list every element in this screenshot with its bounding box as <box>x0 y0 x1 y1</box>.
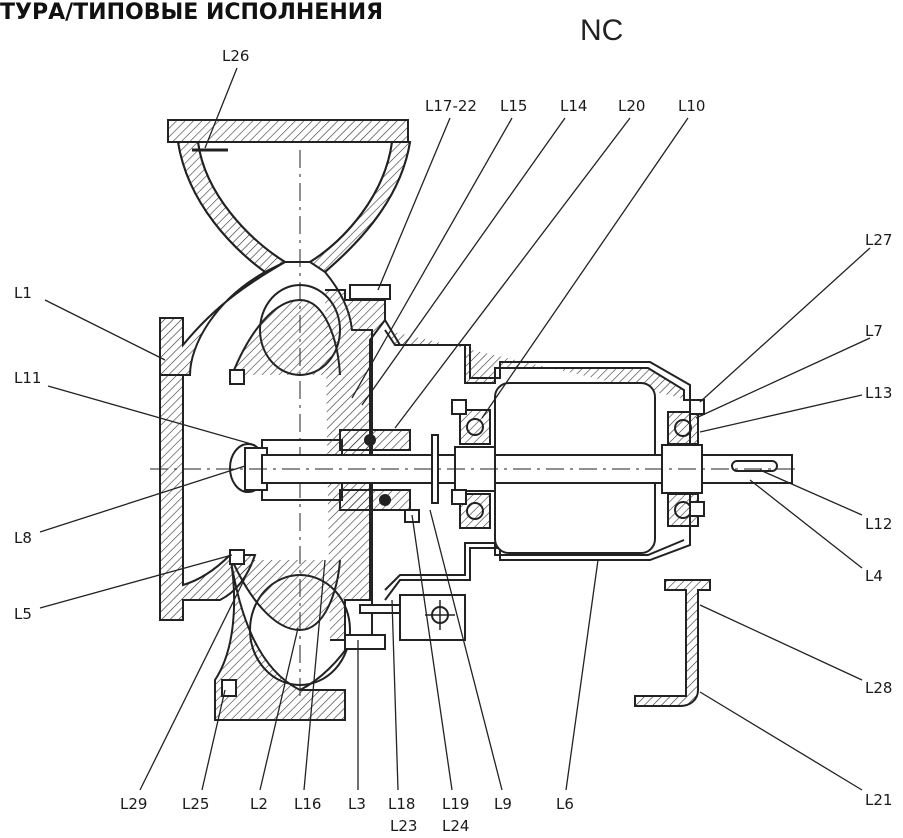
label-l29: L29 <box>120 795 148 813</box>
leader-lines <box>39 67 871 791</box>
label-l14: L14 <box>560 97 588 115</box>
label-l23: L23 <box>390 817 418 835</box>
label-l18: L18 <box>388 795 416 813</box>
label-l24: L24 <box>442 817 470 835</box>
label-l5: L5 <box>14 605 32 623</box>
label-l19: L19 <box>442 795 470 813</box>
label-l1: L1 <box>14 284 32 302</box>
label-l17-22: L17-22 <box>425 97 477 115</box>
mechanical-seal <box>339 429 439 511</box>
pump-shaft <box>150 444 800 494</box>
label-l11: L11 <box>14 369 42 387</box>
label-l2: L2 <box>250 795 268 813</box>
label-l13: L13 <box>865 384 893 402</box>
label-l15: L15 <box>500 97 528 115</box>
discharge-nozzle <box>167 119 412 274</box>
support-foot <box>399 579 711 707</box>
label-l7: L7 <box>865 322 883 340</box>
label-l20: L20 <box>618 97 646 115</box>
page-title: ТУРА/ТИПОВЫЕ ИСПОЛНЕНИЯ <box>0 0 384 25</box>
label-l12: L12 <box>865 515 893 533</box>
label-l4: L4 <box>865 567 883 585</box>
label-l9: L9 <box>494 795 512 813</box>
label-l6: L6 <box>556 795 574 813</box>
bolts <box>221 284 705 697</box>
model-code: NC <box>580 14 624 47</box>
label-l26: L26 <box>222 47 250 65</box>
label-l16: L16 <box>294 795 322 813</box>
label-l28: L28 <box>865 679 893 697</box>
bearings <box>459 409 699 529</box>
label-l3: L3 <box>348 795 366 813</box>
label-l21: L21 <box>865 791 893 809</box>
label-l8: L8 <box>14 529 32 547</box>
label-l27: L27 <box>865 231 893 249</box>
label-l10: L10 <box>678 97 706 115</box>
label-l25: L25 <box>182 795 210 813</box>
